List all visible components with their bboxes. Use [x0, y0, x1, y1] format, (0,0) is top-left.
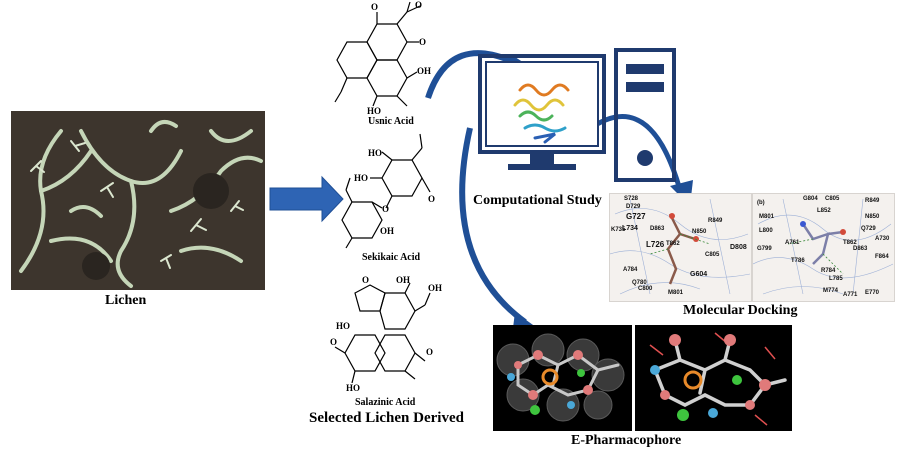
svg-text:O: O: [382, 204, 389, 214]
residue: E770: [865, 290, 880, 296]
svg-text:O: O: [428, 194, 435, 204]
svg-text:HO: HO: [336, 321, 350, 331]
svg-text:HO: HO: [368, 148, 382, 158]
residue: R849: [708, 218, 723, 224]
computer-tower: [614, 48, 676, 182]
docking-panel-b: (b) G804 C805 R849 L852 M801 N850 L800 Q…: [752, 193, 895, 302]
residue: L852: [817, 208, 831, 214]
residue: F864: [875, 254, 889, 260]
svg-text:OH: OH: [417, 66, 431, 76]
arrow-to-computer: [425, 50, 522, 99]
residue: R784: [821, 268, 836, 274]
residue: L734: [622, 225, 638, 232]
arrow-to-pharmacophore: [459, 127, 527, 325]
residue: D863: [853, 246, 868, 252]
residue: Q729: [861, 226, 876, 232]
residue: D808: [730, 244, 747, 251]
svg-text:HO: HO: [367, 106, 381, 116]
residue: L785: [829, 276, 843, 282]
residue: S728: [624, 196, 639, 202]
residue: N850: [692, 229, 707, 235]
residue: L726: [646, 240, 665, 249]
residue: C800: [638, 286, 653, 292]
lichen-photo: [11, 111, 265, 290]
usnic-acid-label: Usnic Acid: [368, 116, 414, 127]
protein-structure: [513, 83, 570, 144]
residue: M801: [668, 290, 684, 296]
computational-study-label: Computational Study: [473, 193, 602, 208]
residue: M774: [823, 288, 839, 294]
arrow-lichen-to-compounds: [269, 175, 344, 223]
residue: G727: [626, 212, 646, 221]
residue: T862: [666, 241, 680, 247]
computer-illustration: [478, 48, 676, 182]
residue: D863: [650, 226, 665, 232]
residue: T862: [843, 240, 857, 246]
svg-text:OH: OH: [428, 283, 442, 293]
pharmacophore-panel-right: [635, 325, 792, 431]
svg-text:OH: OH: [380, 226, 394, 236]
residue: A730: [875, 236, 890, 242]
salazinic-acid-label: Salazinic Acid: [355, 397, 416, 408]
panel-b-tag: (b): [757, 200, 765, 206]
sekikaic-acid-structure: HO HO O OH O: [341, 133, 435, 249]
svg-text:OH: OH: [396, 275, 410, 285]
residue: L800: [759, 228, 773, 234]
salazinic-acid-structure: O OH OH HO O O HO: [330, 275, 442, 393]
residue: K735: [611, 227, 626, 233]
usnic-acid-structure: O O O OH HO: [334, 0, 431, 116]
residue: R849: [865, 198, 880, 204]
residue: C805: [705, 252, 720, 258]
pharmacophore-panel-left: [493, 325, 632, 431]
svg-text:O: O: [415, 0, 422, 10]
molecular-docking-label: Molecular Docking: [683, 303, 798, 318]
residue: A771: [843, 292, 858, 298]
svg-text:HO: HO: [346, 383, 360, 393]
svg-text:HO: HO: [354, 173, 368, 183]
residue: N850: [865, 214, 880, 220]
svg-text:O: O: [426, 347, 433, 357]
svg-text:O: O: [330, 337, 337, 347]
selected-compounds-label: Selected Lichen Derived: [309, 410, 464, 426]
residue: C805: [825, 196, 840, 202]
residue: G804: [803, 196, 818, 202]
svg-text:O: O: [419, 37, 426, 47]
docking-panel-a: S728 G727 D729 K735 L734 D863 N850 R849 …: [609, 193, 752, 302]
residue: G799: [757, 246, 772, 252]
sekikaic-acid-label: Sekikaic Acid: [362, 252, 421, 263]
residue: A784: [623, 267, 638, 273]
svg-text:O: O: [362, 275, 369, 285]
svg-text:O: O: [371, 2, 378, 12]
residue: T786: [791, 258, 805, 264]
residue: A761: [785, 240, 800, 246]
residue: M801: [759, 214, 775, 220]
e-pharmacophore-label: E-Pharmacophore: [571, 433, 682, 448]
residue: D729: [626, 204, 641, 210]
residue: Q780: [632, 280, 647, 286]
residue: G604: [690, 271, 708, 278]
lichen-label: Lichen: [105, 293, 147, 308]
